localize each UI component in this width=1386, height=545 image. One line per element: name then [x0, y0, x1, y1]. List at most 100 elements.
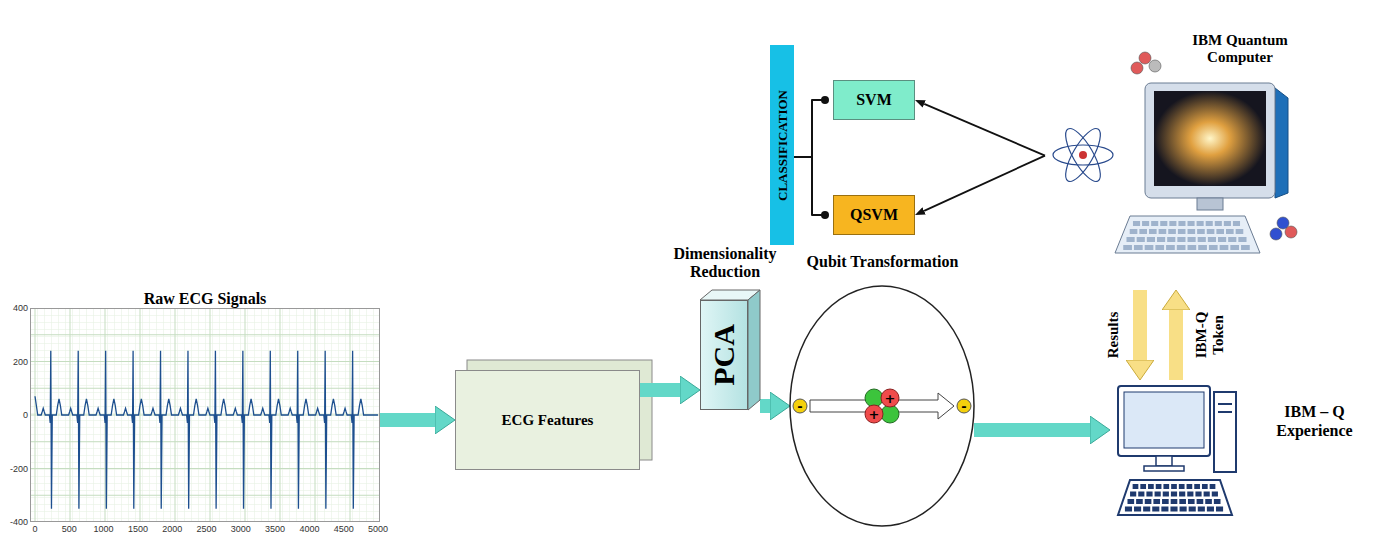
keyboard-key [1166, 245, 1175, 250]
keyboard-key [1153, 499, 1160, 504]
keyboard-key [1148, 484, 1154, 489]
keyboard-key [1188, 499, 1195, 504]
keyboard-key [1198, 245, 1207, 250]
keyboard-key [1168, 229, 1176, 234]
cloud-region: CLASSIFICATIONSVMQSVMIBM Quantum Compute… [735, 5, 1325, 290]
ecg-waveform [35, 351, 378, 509]
axis-tick: 400 [13, 303, 28, 313]
axis-tick: 4500 [334, 524, 354, 534]
axis-tick: 200 [13, 357, 28, 367]
axis-tick: 1500 [128, 524, 148, 534]
monitor-frame [1118, 386, 1210, 456]
axis-tick: 0 [32, 524, 37, 534]
keyboard-key [1142, 221, 1149, 226]
keyboard-key [1215, 221, 1222, 226]
keyboard-key [1126, 237, 1134, 242]
charge-sign: - [797, 399, 802, 414]
keyboard-key [1233, 221, 1240, 226]
keyboard-key [1139, 229, 1147, 234]
molecule-atom [1285, 226, 1297, 238]
bracket-line [794, 157, 825, 215]
grid-line [245, 308, 246, 522]
keyboard-key [1207, 229, 1215, 234]
keyboard-key [1155, 245, 1164, 250]
qubit-circle: Qubit Transformation [780, 252, 985, 528]
keyboard-key [1130, 229, 1138, 234]
keyboard-key [1163, 492, 1169, 497]
keyboard-key [1143, 507, 1150, 512]
node-label: Raw ECG Signals [30, 290, 380, 308]
keyboard-key [1198, 507, 1205, 512]
keyboard-key [1197, 499, 1204, 504]
axis-tick: -200 [10, 464, 28, 474]
keyboard-key [1189, 507, 1196, 512]
axis-tick: 500 [62, 524, 77, 534]
keyboard-key [1137, 237, 1145, 242]
keyboard [1118, 480, 1232, 515]
keyboard-key [1236, 229, 1244, 234]
qubit-drawing [780, 252, 985, 528]
monitor-stand [1156, 456, 1172, 466]
flow-arrow [974, 423, 1090, 437]
ecg-chart: Raw ECG Signals [30, 290, 380, 522]
keyboard-key [1169, 221, 1176, 226]
keyboard-key [1218, 237, 1226, 242]
exchange-arrow [1133, 290, 1147, 360]
grid-line [30, 522, 380, 523]
exchange-arrow [1169, 310, 1183, 380]
grid-line [350, 308, 351, 522]
svm-box: SVM [833, 80, 915, 120]
node-label: Qubit Transformation [780, 252, 985, 272]
ecg-plot [30, 308, 380, 522]
grid-line [30, 495, 380, 496]
molecule-atom [1131, 62, 1143, 74]
keyboard-key [1187, 484, 1193, 489]
keyboard-key [1197, 229, 1205, 234]
node-label: IBM Quantum Computer [1185, 32, 1295, 66]
axis-tick: 2500 [196, 524, 216, 534]
shape-anchor [1110, 380, 1240, 480]
grid-line [105, 308, 106, 522]
monitor-stand [1197, 198, 1223, 210]
plot-grid [30, 308, 380, 522]
flow-arrow [760, 399, 770, 413]
flow-arrow [640, 383, 680, 397]
keyboard-key [1228, 237, 1236, 242]
flow-arrow [380, 413, 435, 427]
electron-dot [957, 399, 971, 413]
keyboard-key [1206, 221, 1213, 226]
axis-tick: 5000 [368, 524, 388, 534]
keyboard-key [1152, 507, 1159, 512]
block-side-face [748, 290, 760, 410]
grid-line [30, 441, 380, 442]
heading-text: Dimensionality Reduction [665, 245, 785, 281]
axis-tick: 1000 [94, 524, 114, 534]
keyboard-key [1204, 492, 1210, 497]
keyboard-key [1155, 492, 1161, 497]
keyboard-key [1194, 484, 1200, 489]
keyboard-key [1188, 245, 1197, 250]
keyboard-key [1171, 499, 1178, 504]
axis-tick: 4000 [299, 524, 319, 534]
monitor-screen [1124, 392, 1204, 448]
keyboard-key [1216, 507, 1223, 512]
electron-dot [793, 399, 807, 413]
axis-tick: 0 [23, 410, 28, 420]
thin-arrow [924, 156, 1045, 211]
drive-slot [1218, 403, 1232, 405]
molecule-atom [1149, 60, 1161, 72]
keyboard-key [1212, 492, 1218, 497]
keyboard-key [1147, 237, 1155, 242]
plot-ground [30, 308, 380, 522]
grid-line [70, 308, 71, 522]
grid-line [280, 308, 281, 522]
keyboard-key [1209, 245, 1218, 250]
grid-line [30, 334, 380, 335]
keyboard-key [1145, 245, 1154, 250]
atom-orbit [1059, 124, 1106, 186]
keyboard-key [1210, 484, 1216, 489]
keyboard-key [1151, 221, 1158, 226]
shape-anchor [790, 286, 974, 526]
axis-tick: 3000 [231, 524, 251, 534]
